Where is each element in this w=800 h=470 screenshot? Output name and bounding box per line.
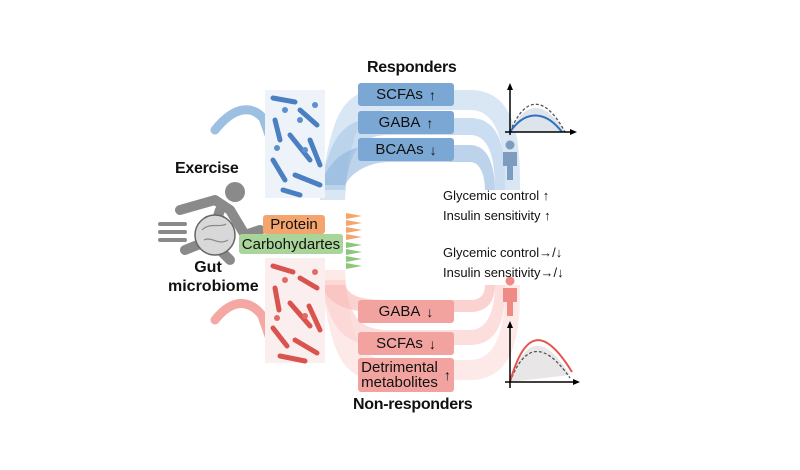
non-responder-metabolite-scfas: SCFAs ↓: [358, 332, 454, 355]
up-arrow-icon: ↑: [542, 188, 550, 203]
metabolite-name: SCFAs: [376, 335, 423, 352]
outcome-text: Glycemic control: [443, 188, 540, 203]
non-responder-glucose-curve-icon: [505, 321, 580, 388]
gut-microbiome-icon: [194, 214, 236, 256]
outcome-text: Insulin sensitivity: [443, 208, 541, 223]
up-arrow-icon: ↑: [426, 114, 434, 131]
metabolite-name: GABA: [378, 114, 421, 131]
responder-metabolite-scfas: SCFAs ↑: [358, 83, 454, 106]
responder-glucose-curve-icon: [505, 83, 577, 135]
non-responder-outcome-glycemic: Glycemic control→/↓: [443, 243, 564, 263]
down-arrow-icon: ↓: [428, 335, 436, 352]
responder-outcome-insulin: Insulin sensitivity ↑: [443, 206, 551, 226]
responder-microbiome-illustration: [265, 90, 325, 198]
responder-outcomes: Glycemic control ↑ Insulin sensitivity ↑: [443, 186, 551, 226]
non-responder-person-icon: [503, 276, 517, 316]
non-responder-outcomes: Glycemic control→/↓ Insulin sensitivity→…: [443, 243, 564, 283]
non-responders-title: Non-responders: [353, 396, 473, 413]
non-responder-outcome-insulin: Insulin sensitivity→/↓: [443, 263, 564, 283]
up-arrow-icon: ↑: [443, 366, 451, 383]
metabolite-name: SCFAs: [376, 86, 423, 103]
metabolite-name: BCAAs: [375, 141, 424, 158]
nutrient-gradient-wedges: [346, 213, 362, 269]
gut-label-line2: microbiome: [168, 278, 259, 295]
responders-title: Responders: [367, 59, 457, 76]
up-arrow-icon: ↑: [544, 208, 551, 223]
responder-outcome-glycemic: Glycemic control ↑: [443, 186, 551, 206]
outcome-text: Glycemic control: [443, 245, 540, 260]
runner-icon: [158, 182, 265, 265]
outcome-text: Insulin sensitivity: [443, 265, 541, 280]
up-arrow-icon: ↑: [428, 86, 436, 103]
gut-label-line1: Gut: [194, 259, 222, 276]
non-responder-metabolite-gaba: GABA ↓: [358, 300, 454, 323]
responder-metabolite-gaba: GABA ↑: [358, 111, 454, 134]
nutrient-carbohydrates: Carbohydartes: [239, 234, 343, 254]
metabolite-name-line2: metabolites: [361, 374, 438, 391]
gut-microbiome-label: Gut microbiome: [168, 258, 259, 296]
exercise-label: Exercise: [175, 160, 239, 177]
unchanged-or-down-arrow-icon: →/↓: [540, 265, 564, 280]
metabolite-name-line1: Detrimental: [361, 359, 438, 376]
non-responder-microbiome-illustration: [265, 258, 325, 364]
responder-metabolite-bcaas: BCAAs ↓: [358, 138, 454, 161]
metabolite-name: GABA: [378, 303, 421, 320]
unchanged-or-down-arrow-icon: →/↓: [539, 245, 563, 260]
down-arrow-icon: ↓: [429, 141, 437, 158]
responder-person-icon: [503, 140, 517, 180]
non-responder-metabolite-detrimental: Detrimental metabolites ↑: [358, 358, 454, 392]
nutrient-protein: Protein: [263, 215, 325, 234]
down-arrow-icon: ↓: [426, 303, 434, 320]
